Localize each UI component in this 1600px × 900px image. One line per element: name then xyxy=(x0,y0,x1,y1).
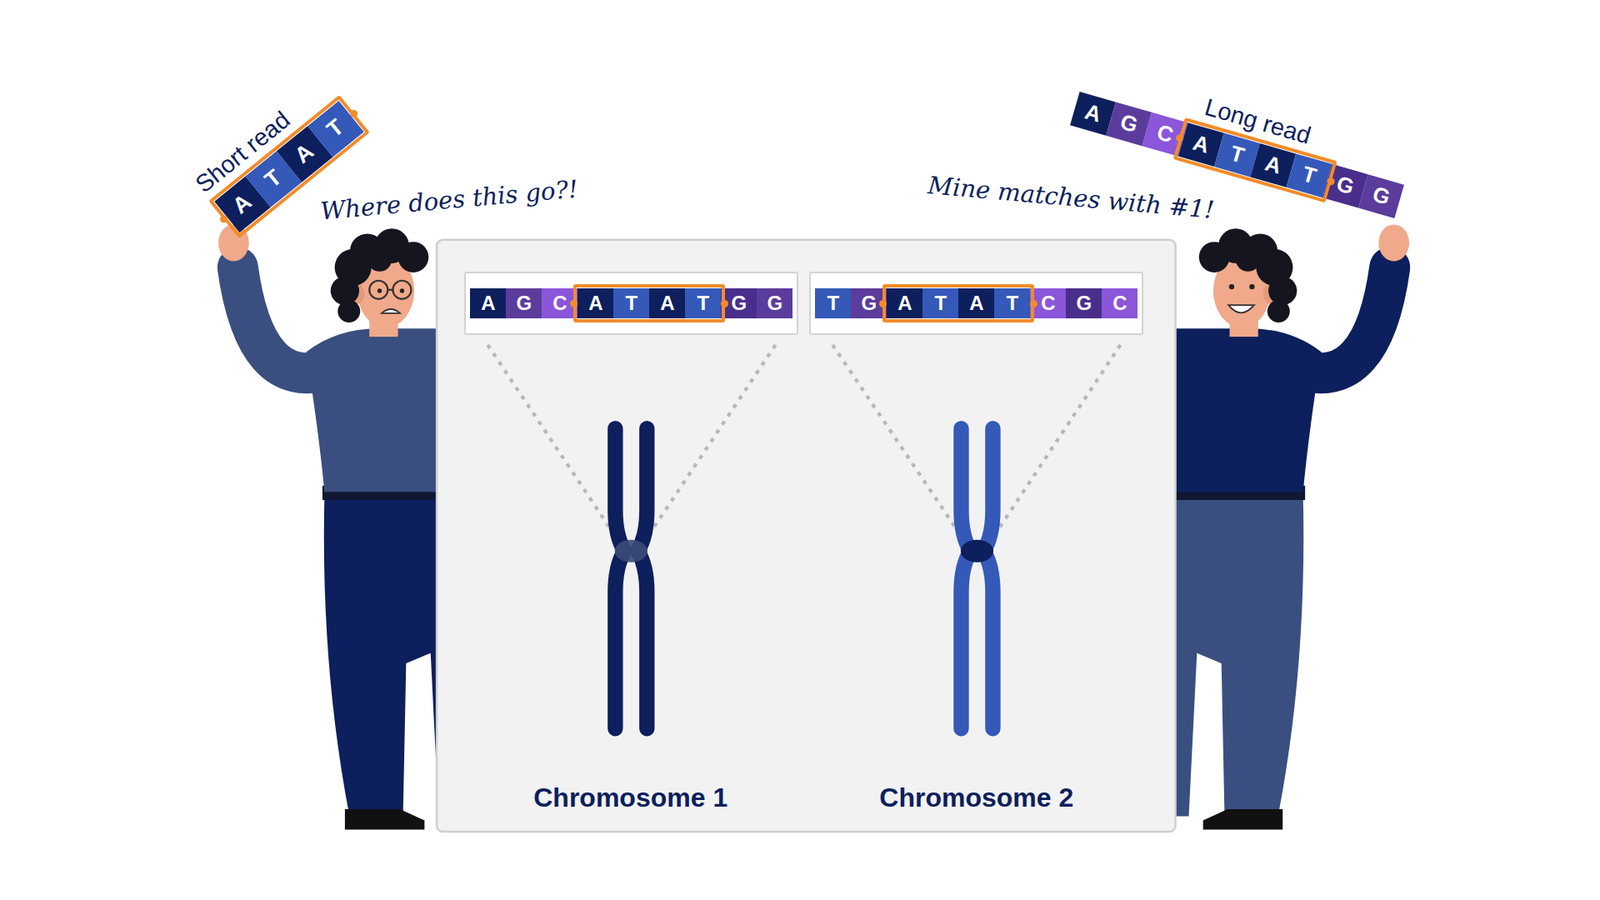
base-tile: T xyxy=(922,288,959,319)
right-person xyxy=(1148,224,1410,830)
base-tile: C xyxy=(1101,288,1138,319)
base-tile: T xyxy=(815,288,851,319)
sequence-strip: TGATATCGC xyxy=(809,271,1144,335)
worried-face xyxy=(381,309,400,314)
base-row: TGATATCGC xyxy=(815,288,1138,319)
zoom-lines xyxy=(645,345,776,541)
base-tile: A xyxy=(577,288,614,319)
chromosome-1 xyxy=(615,428,625,729)
worried-face xyxy=(369,280,388,300)
chromosome-2 xyxy=(983,428,993,729)
zoom-lines xyxy=(990,345,1121,541)
base-tile: T xyxy=(613,288,650,319)
smiling-face xyxy=(1228,305,1255,313)
base-tile: G xyxy=(756,288,793,319)
base-tile: A xyxy=(958,288,995,319)
chromosome-1 xyxy=(615,428,648,729)
chromosome-label: Chromosome 2 xyxy=(879,783,1074,813)
worried-face xyxy=(400,288,405,293)
smiling-face xyxy=(1228,284,1255,313)
panel-ground xyxy=(436,240,1176,832)
zoom-lines xyxy=(487,345,1120,541)
chromosome-2 xyxy=(960,428,970,729)
chromosome-panel: Chromosome 1Chromosome 2AGCATATGGTGATATC… xyxy=(436,240,1176,832)
base-tile: G xyxy=(505,288,542,319)
base-row: AGCATATGG xyxy=(470,288,793,319)
chromosome-1 xyxy=(637,428,647,729)
speech-note: Where does this go?! xyxy=(319,174,580,226)
worried-face xyxy=(369,280,411,314)
chromosome-2 xyxy=(960,428,994,729)
chromosome-1 xyxy=(615,540,648,563)
chromosome-2 xyxy=(960,540,994,563)
base-tile: A xyxy=(886,288,923,319)
zoom-lines xyxy=(487,345,619,541)
base-tile: A xyxy=(470,288,506,319)
worried-face xyxy=(377,288,382,293)
base-tile: T xyxy=(994,288,1030,319)
speech-note: Mine matches with #1! xyxy=(926,170,1215,225)
smiling-face xyxy=(1229,284,1235,290)
worried-face xyxy=(387,289,393,291)
worried-face xyxy=(392,280,411,300)
base-tile: A xyxy=(649,288,685,319)
chromosome-label: Chromosome 1 xyxy=(533,783,728,813)
zoom-lines xyxy=(832,345,965,541)
right-person xyxy=(1148,224,1410,830)
base-tile: T xyxy=(685,288,721,319)
sequence-strip: AGCATATGG xyxy=(464,271,799,335)
base-tile: G xyxy=(1065,288,1102,319)
smiling-face xyxy=(1249,284,1255,290)
